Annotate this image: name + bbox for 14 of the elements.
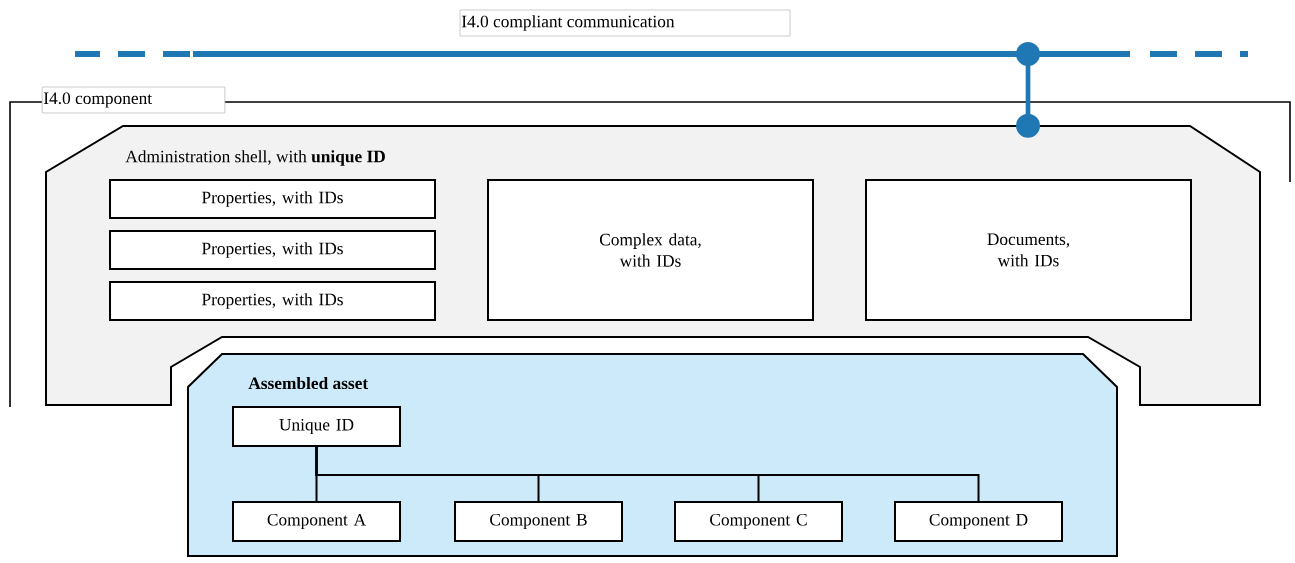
id-box: Unique ID [232,406,401,447]
property-box: Properties, with IDs [109,230,436,270]
data-box: Complex data, with IDs [487,179,814,321]
component-box: Component D [894,501,1063,542]
property-box: Properties, with IDs [109,179,436,219]
connector-line [315,446,980,502]
component-box: Component A [232,501,401,542]
property-box: Properties, with IDs [109,281,436,321]
title-box: I4.0 compliant communication [459,9,791,37]
component-box: Component B [454,501,623,542]
component-box: Component C [674,501,843,542]
document-box: Documents, with IDs [865,179,1192,321]
bus-line [72,51,1251,57]
bus-connector [1016,42,1040,138]
